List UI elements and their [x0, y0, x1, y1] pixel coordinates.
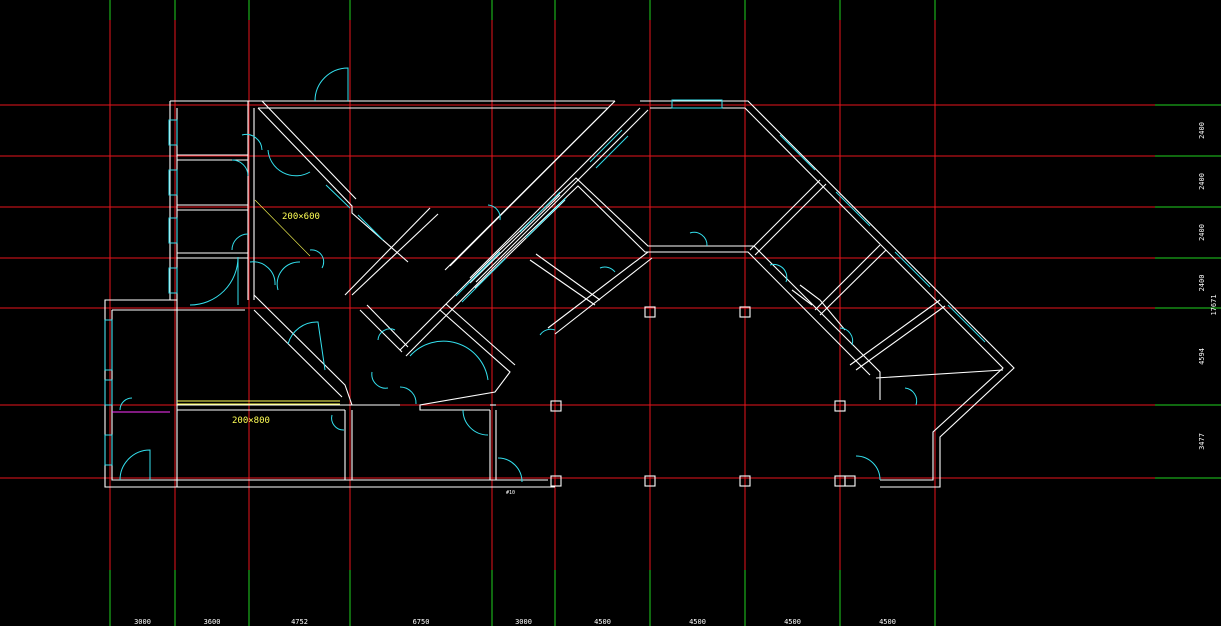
- bottom-dimension-label: 6750: [413, 618, 430, 626]
- bottom-dimension-label: 4752: [291, 618, 308, 626]
- bottom-dimension-label: 4500: [594, 618, 611, 626]
- beam-lines: [112, 199, 340, 413]
- beam-label-lower: 200×800: [232, 416, 270, 426]
- bottom-dimension-labels: 3000 3600 4752 6750 3000 4500 4500 4500 4500: [134, 618, 896, 626]
- walls: [104, 100, 1015, 488]
- dimension-lines: [109, 0, 1221, 626]
- horizontal-axis-lines: [0, 104, 1155, 479]
- bottom-dimension-label: 4500: [879, 618, 896, 626]
- right-total-dimension: 17671: [1210, 294, 1218, 315]
- right-dimension-label: 4594: [1198, 348, 1206, 365]
- right-dimension-label: 2400: [1198, 173, 1206, 190]
- beam-label-upper: 200×600: [282, 212, 320, 222]
- bottom-dimension-label: 4500: [784, 618, 801, 626]
- right-dimension-label: 3477: [1198, 433, 1206, 450]
- tag-label: #10: [506, 490, 515, 496]
- vertical-axis-lines: [109, 0, 936, 570]
- right-dimension-label: 2400: [1198, 122, 1206, 139]
- right-dimension-labels: 2400 2400 2400 2400 4594 3477: [1198, 122, 1206, 450]
- right-dimension-label: 2400: [1198, 224, 1206, 241]
- bottom-dimension-label: 3000: [515, 618, 532, 626]
- right-dimension-label: 2400: [1198, 275, 1206, 292]
- doors-and-windows: [104, 67, 986, 483]
- bottom-dimension-label: 3600: [204, 618, 221, 626]
- bottom-dimension-label: 3000: [134, 618, 151, 626]
- bottom-dimension-label: 4500: [689, 618, 706, 626]
